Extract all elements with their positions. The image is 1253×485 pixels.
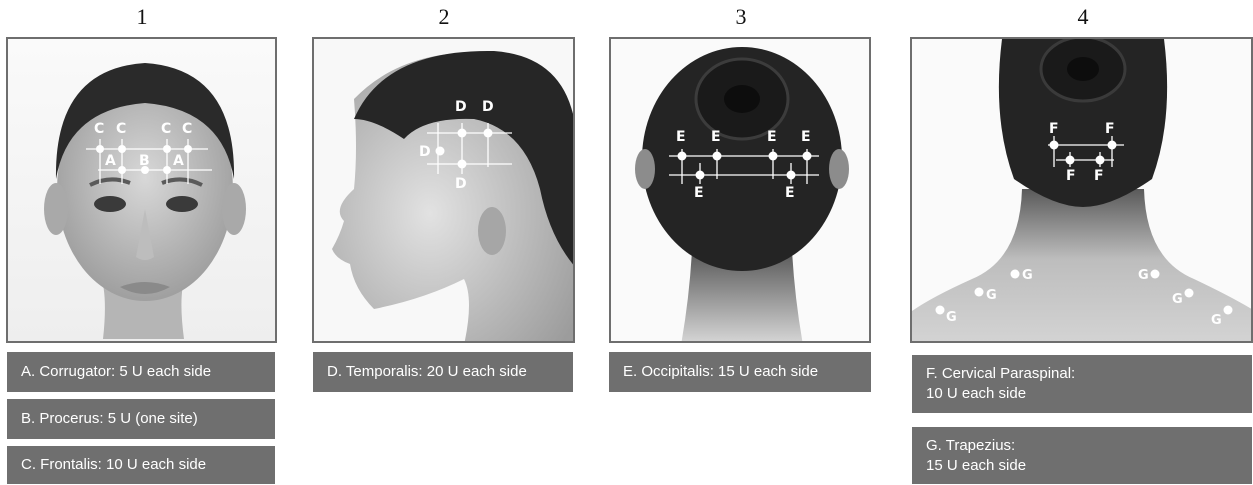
point-label-g: G bbox=[1211, 313, 1222, 328]
panel-back-head: E E E E E E bbox=[609, 37, 871, 343]
point-label-e: E bbox=[711, 129, 721, 145]
label-frontalis: C. Frontalis: 10 U each side bbox=[7, 446, 275, 484]
right-eye bbox=[166, 196, 198, 212]
back-head-illustration: E E E E E E bbox=[611, 39, 871, 343]
panel-number-1: 1 bbox=[122, 4, 162, 30]
point-label-d: D bbox=[482, 99, 494, 115]
panel-front-face: C C C C A B A bbox=[6, 37, 277, 343]
point-label-c: C bbox=[94, 121, 104, 137]
point-label-d: D bbox=[455, 176, 467, 192]
point-label-d: D bbox=[419, 144, 431, 160]
front-face-illustration: C C C C A B A bbox=[8, 39, 277, 343]
panel-number-3: 3 bbox=[721, 4, 761, 30]
point-label-g: G bbox=[946, 310, 957, 325]
point-label-g: G bbox=[1138, 268, 1149, 283]
point-label-f: F bbox=[1066, 168, 1076, 184]
point-label-a: A bbox=[173, 153, 184, 169]
point-label-c: C bbox=[182, 121, 192, 137]
left-eye bbox=[94, 196, 126, 212]
point-label-f: F bbox=[1105, 121, 1115, 137]
point-label-f: F bbox=[1094, 168, 1104, 184]
label-occipitalis: E. Occipitalis: 15 U each side bbox=[609, 352, 871, 392]
point-label-c: C bbox=[116, 121, 126, 137]
panel-neck-shoulders: F F F F G G G G G G bbox=[910, 37, 1253, 343]
point-label-g: G bbox=[1172, 292, 1183, 307]
point-label-f: F bbox=[1049, 121, 1059, 137]
point-label-g: G bbox=[986, 288, 997, 303]
side-profile-illustration: D D D D bbox=[314, 39, 575, 343]
point-label-e: E bbox=[676, 129, 686, 145]
point-label-e: E bbox=[785, 185, 795, 201]
point-label-c: C bbox=[161, 121, 171, 137]
ear-shape bbox=[478, 207, 506, 255]
label-temporalis: D. Temporalis: 20 U each side bbox=[313, 352, 573, 392]
label-trapezius: G. Trapezius: 15 U each side bbox=[912, 427, 1252, 484]
point-label-b: B bbox=[139, 153, 150, 169]
panel-side-profile: D D D D bbox=[312, 37, 575, 343]
point-label-a: A bbox=[105, 153, 116, 169]
label-corrugator: A. Corrugator: 5 U each side bbox=[7, 352, 275, 392]
point-label-e: E bbox=[801, 129, 811, 145]
panel-number-4: 4 bbox=[1063, 4, 1103, 30]
neck-shoulders-illustration: F F F F G G G G G G bbox=[912, 39, 1253, 343]
label-cervical-paraspinal: F. Cervical Paraspinal: 10 U each side bbox=[912, 355, 1252, 413]
point-label-e: E bbox=[694, 185, 704, 201]
panel-number-2: 2 bbox=[424, 4, 464, 30]
point-label-g: G bbox=[1022, 268, 1033, 283]
point-label-e: E bbox=[767, 129, 777, 145]
label-procerus: B. Procerus: 5 U (one site) bbox=[7, 399, 275, 439]
point-label-d: D bbox=[455, 99, 467, 115]
